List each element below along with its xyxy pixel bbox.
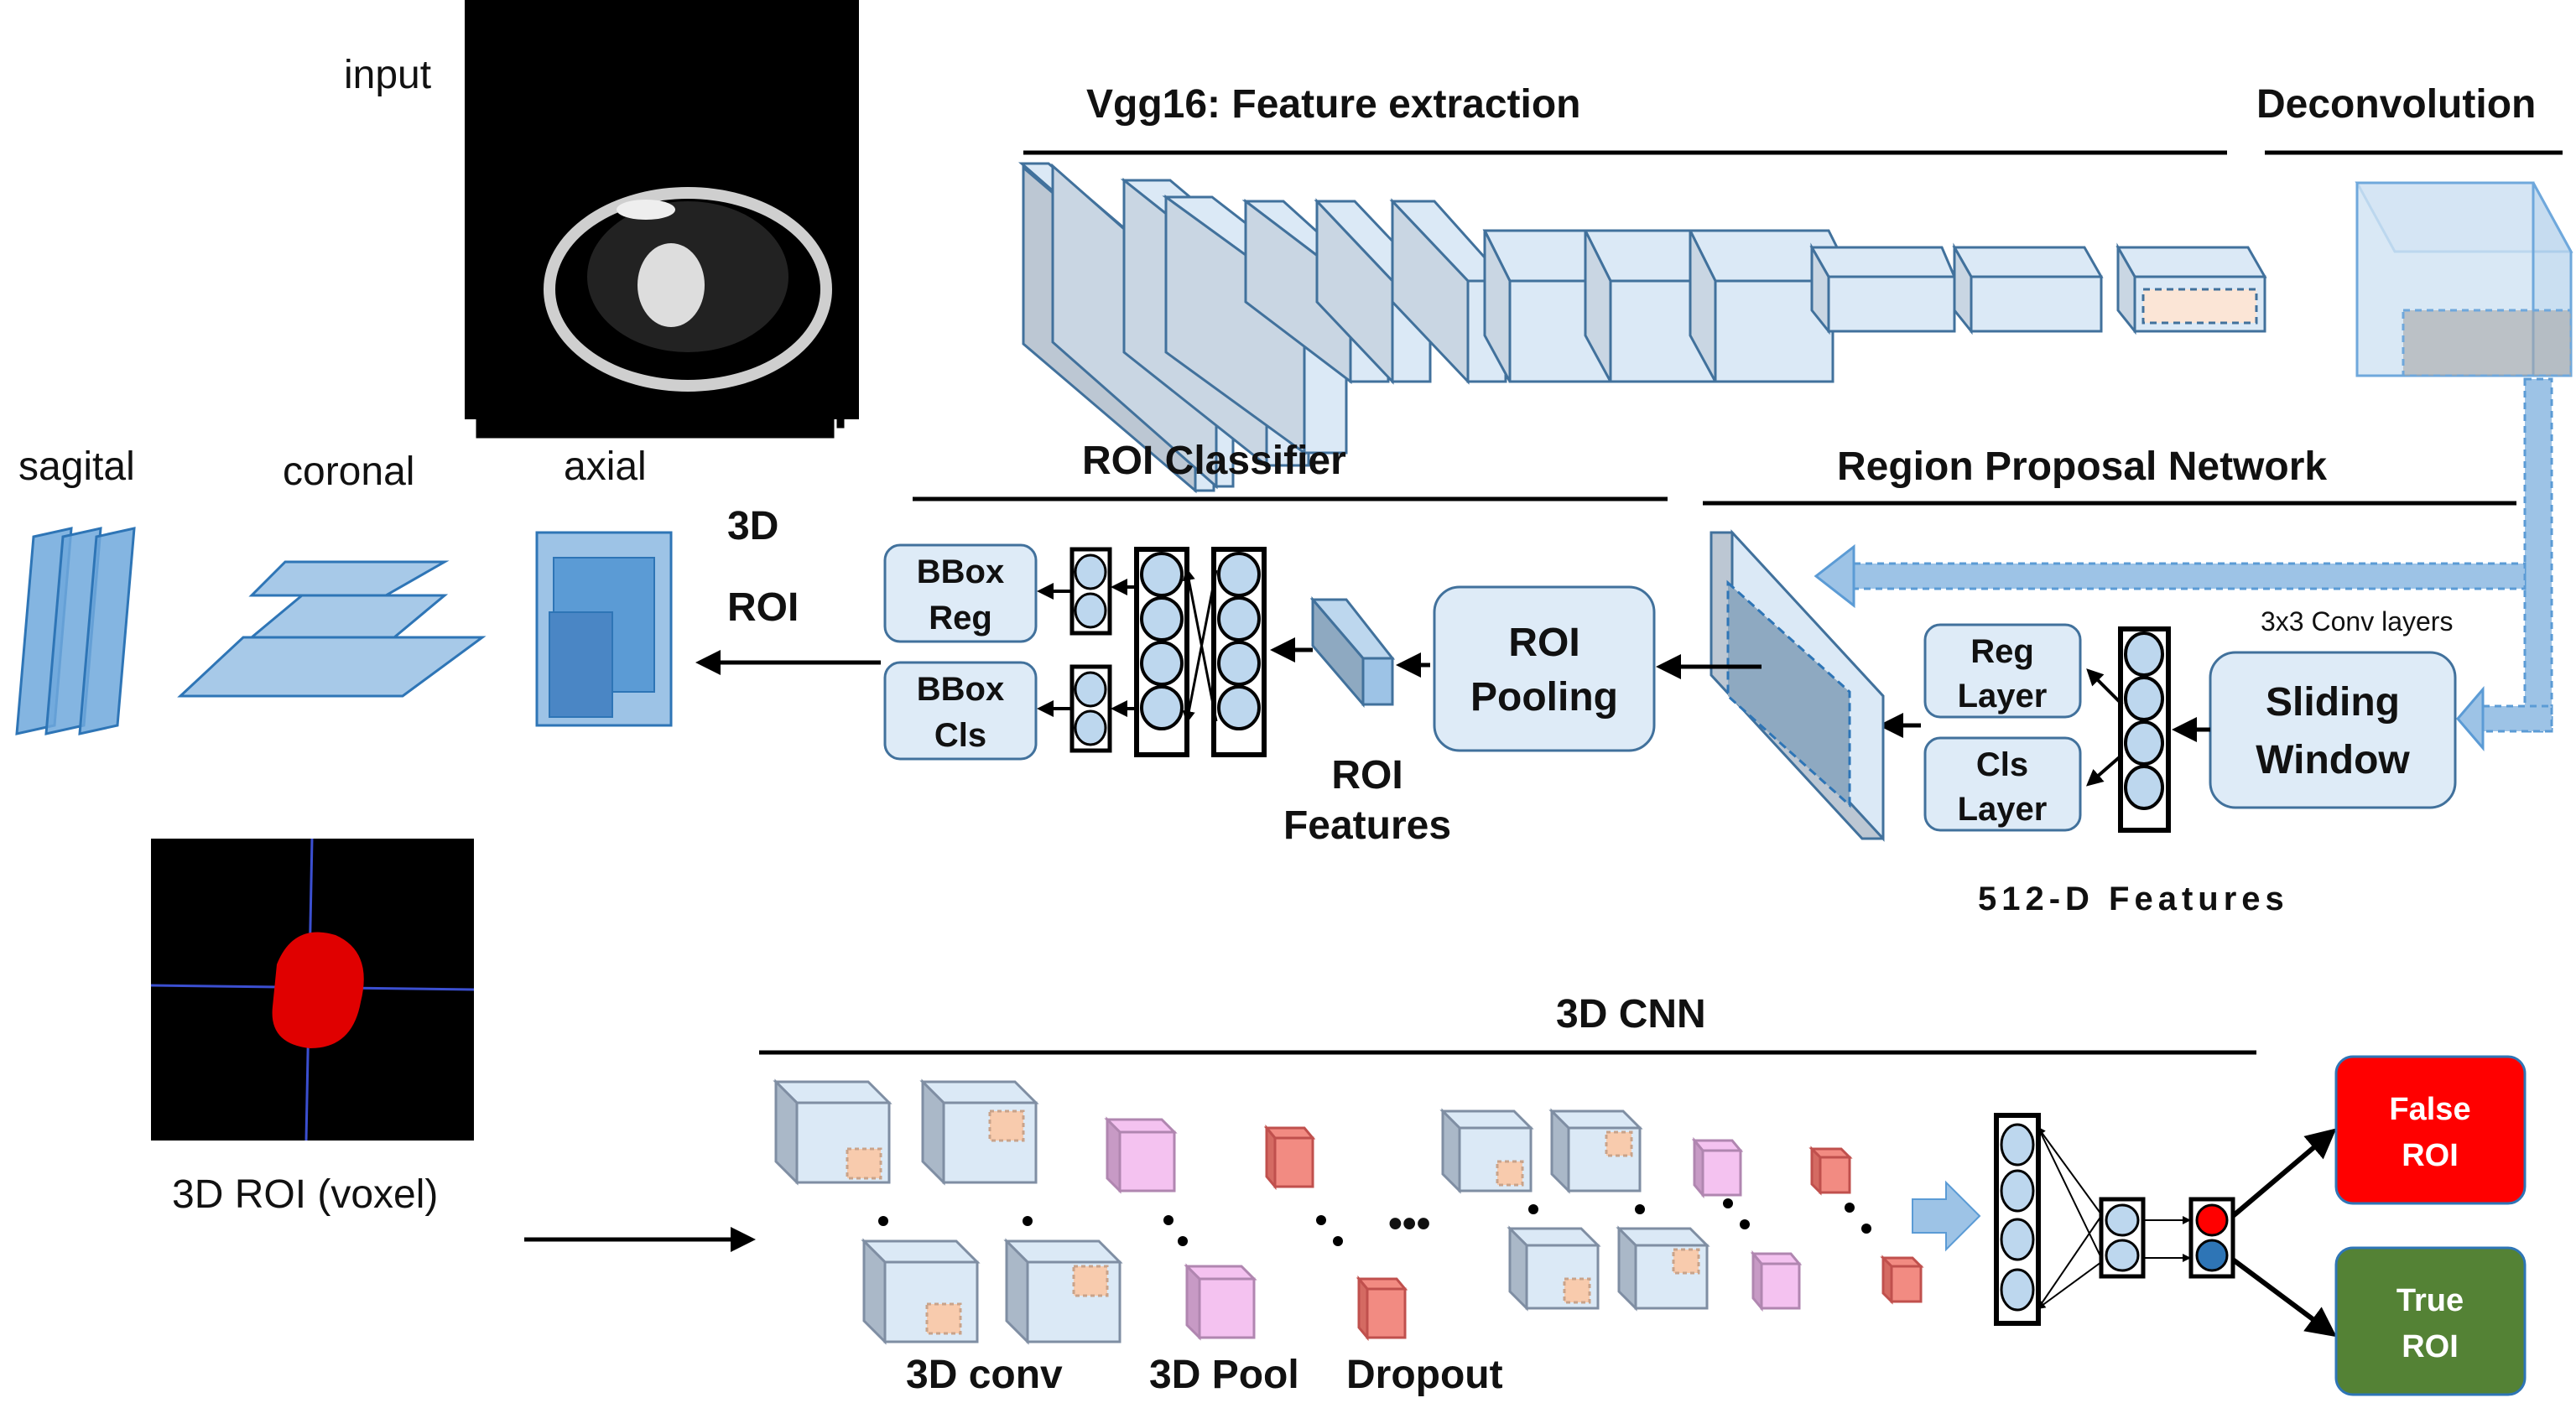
svg-text:Layer: Layer xyxy=(1958,791,2048,828)
deconv-cube xyxy=(2355,181,2573,377)
voxel-label: 3D ROI (voxel) xyxy=(172,1172,438,1217)
dense-column-small xyxy=(2099,1197,2146,1279)
coronal-label: coronal xyxy=(283,449,414,494)
roi-fc-column-left xyxy=(1134,547,1189,757)
roi-classifier-header: ROI Classifier xyxy=(1082,439,1346,483)
features-512-column xyxy=(2118,626,2171,833)
bbox-reg-box: BBox Reg xyxy=(883,543,1038,643)
reg-layer-box: Reg Layer xyxy=(1923,623,2082,719)
dense-column-large xyxy=(1994,1113,2041,1326)
svg-text:Pooling: Pooling xyxy=(1470,675,1618,720)
sagital-planes xyxy=(15,527,136,735)
roi-pooling-box: ROI Pooling xyxy=(1433,585,1656,752)
voxel-image xyxy=(150,838,475,1141)
true-roi-box: True ROI xyxy=(2334,1246,2527,1396)
svg-text:BBox: BBox xyxy=(917,553,1004,590)
bbox-cls-box: BBox Cls xyxy=(883,661,1038,761)
input-mri-stack xyxy=(465,0,859,441)
svg-text:ROI: ROI xyxy=(2402,1329,2459,1364)
svg-text:Window: Window xyxy=(2256,738,2410,782)
deconv-to-rpn-arrow xyxy=(1814,543,2527,609)
cnn-ellipsis: ••• xyxy=(1388,1202,1430,1246)
roi-fc-column-right xyxy=(1211,547,1267,757)
dense-connections xyxy=(2037,1126,2191,1310)
svg-text:BBox: BBox xyxy=(917,671,1004,708)
roi3d-line1: 3D xyxy=(727,504,778,548)
svg-text:Layer: Layer xyxy=(1958,678,2048,714)
roi-features-line2: Features xyxy=(1283,803,1451,848)
output-nodes xyxy=(2188,1197,2235,1279)
vgg-header: Vgg16: Feature extraction xyxy=(1086,82,1581,127)
vgg-blocks xyxy=(1018,162,2267,494)
conv-cubes xyxy=(773,1078,1710,1345)
svg-text:Reg: Reg xyxy=(1970,633,2034,670)
input-label: input xyxy=(344,53,431,97)
flatten-arrow xyxy=(1912,1180,1981,1252)
roi-features-block xyxy=(1309,595,1396,709)
svg-text:Sliding: Sliding xyxy=(2266,680,2400,725)
roi-features-line1: ROI xyxy=(1331,753,1402,798)
cnn-dropout-label: Dropout xyxy=(1346,1353,1503,1397)
pool-cubes xyxy=(1104,1116,1803,1341)
sliding-window-box: Sliding Window xyxy=(2209,651,2457,809)
svg-text:False: False xyxy=(2389,1092,2470,1127)
bbox-reg-nodes xyxy=(1069,547,1112,636)
dropout-cubes xyxy=(1263,1124,1924,1342)
cnn-pool-label: 3D Pool xyxy=(1149,1353,1299,1397)
cnn-conv-label: 3D conv xyxy=(906,1353,1063,1397)
coronal-planes xyxy=(177,560,487,698)
svg-text:ROI: ROI xyxy=(1508,621,1579,665)
cls-layer-box: Cls Layer xyxy=(1923,736,2082,832)
features-512-label: 512-D Features xyxy=(1978,881,2289,917)
svg-text:True: True xyxy=(2396,1283,2464,1318)
deconv-to-sliding-arrow xyxy=(2456,377,2553,752)
sagital-label: sagital xyxy=(18,444,135,489)
cnn3d-header: 3D CNN xyxy=(1556,992,1706,1037)
bbox-cls-nodes xyxy=(1069,664,1112,753)
svg-text:Cls: Cls xyxy=(934,717,986,754)
roi3d-line2: ROI xyxy=(727,585,799,630)
svg-text:Reg: Reg xyxy=(929,600,992,637)
axial-label: axial xyxy=(564,444,647,489)
svg-text:ROI: ROI xyxy=(2402,1138,2459,1173)
deconv-header: Deconvolution xyxy=(2256,82,2536,127)
arrow-to-true-roi xyxy=(2231,1257,2337,1338)
conv-layers-note: 3x3 Conv layers xyxy=(2261,606,2453,637)
cnn-dots xyxy=(878,1198,1871,1246)
false-roi-box: False ROI xyxy=(2334,1055,2527,1205)
rpn-header: Region Proposal Network xyxy=(1837,444,2327,489)
arrow-to-false-roi xyxy=(2231,1128,2337,1219)
rpn-feature-map xyxy=(1710,529,1885,842)
axial-planes xyxy=(535,531,673,727)
fc-connections xyxy=(1182,568,1218,724)
svg-text:Cls: Cls xyxy=(1976,746,2028,783)
